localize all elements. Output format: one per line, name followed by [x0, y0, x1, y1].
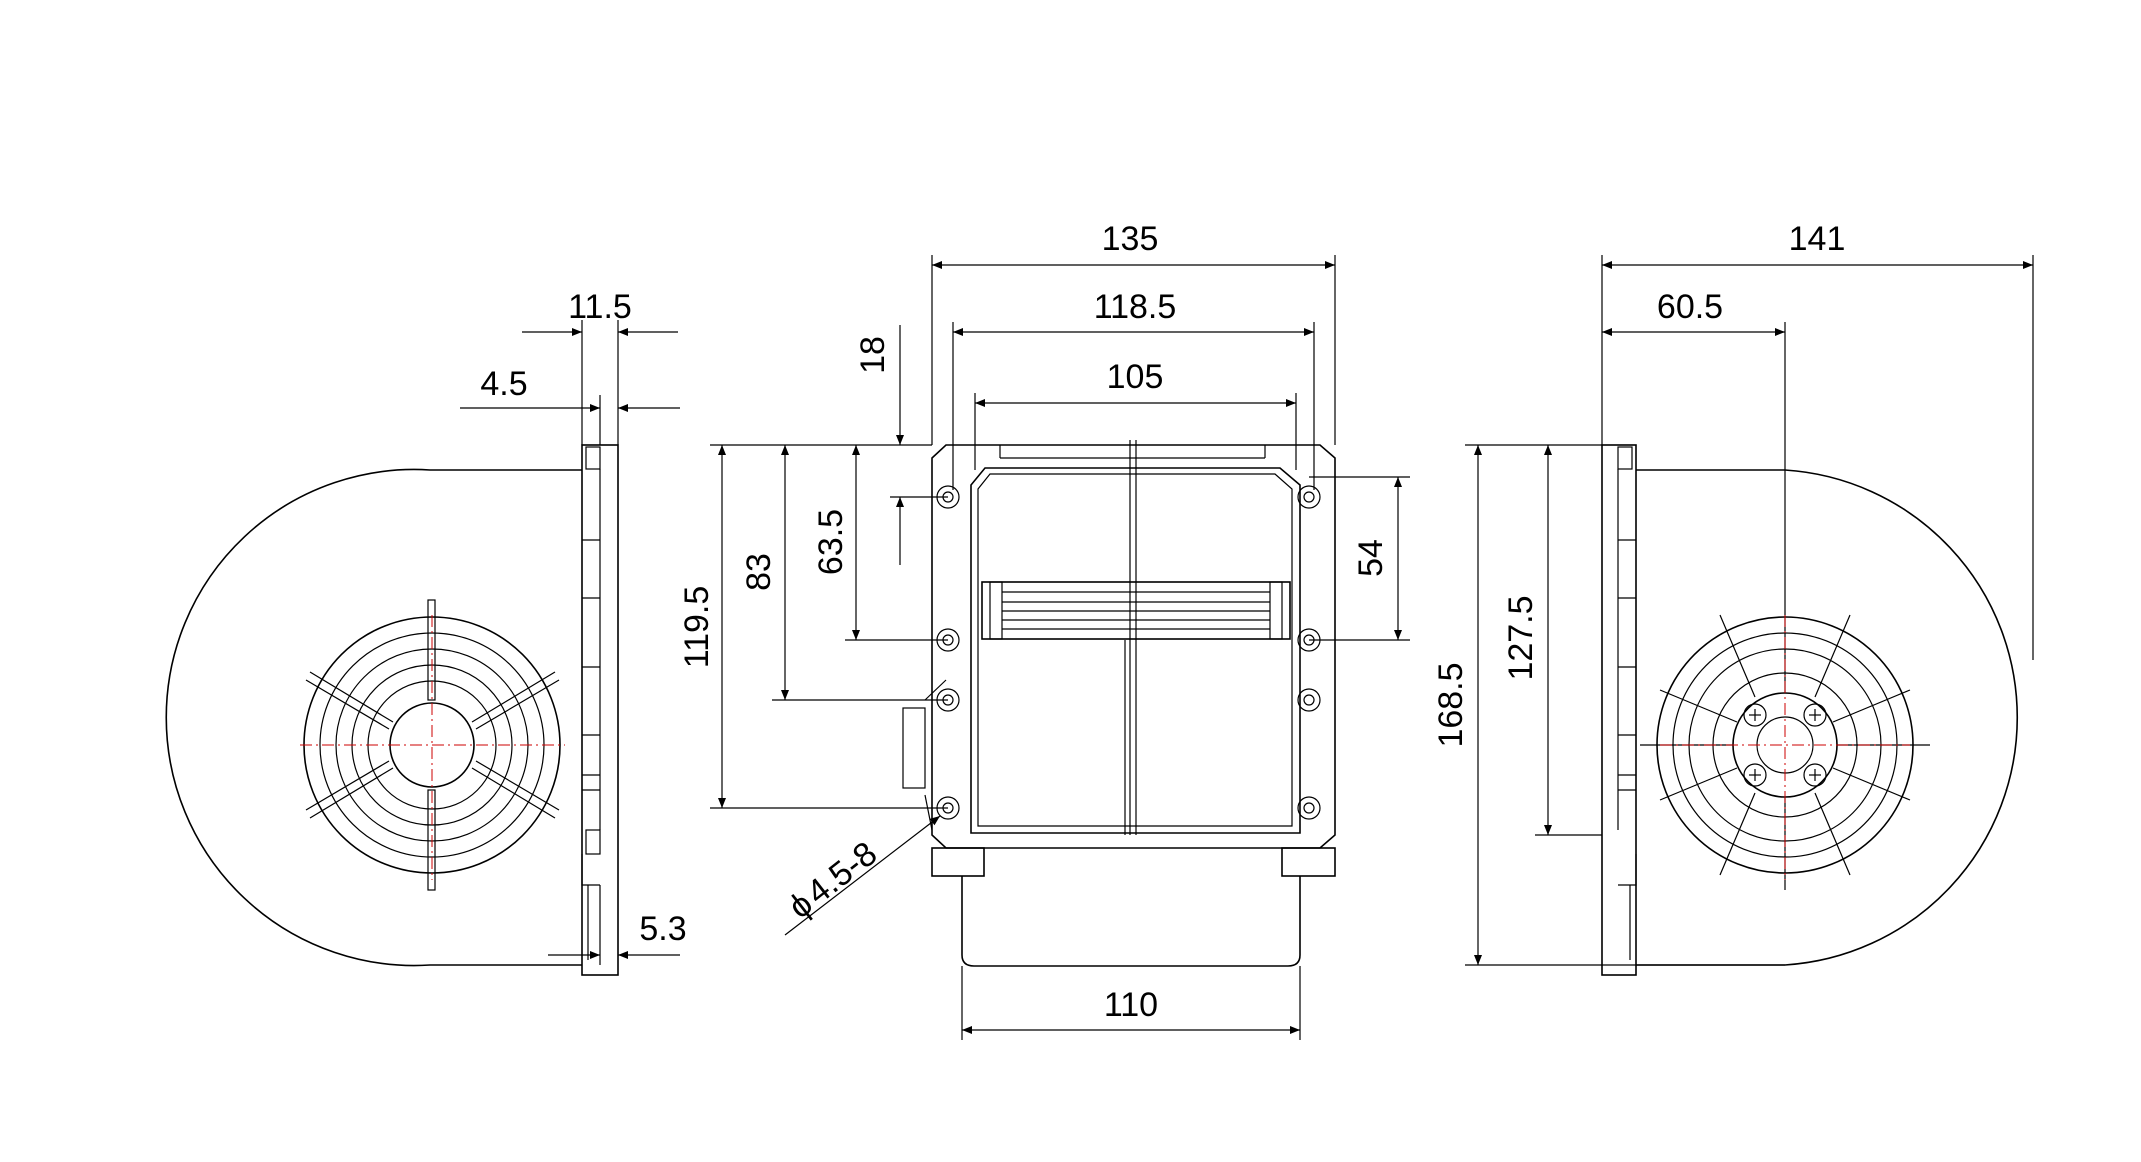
left-ribs [582, 539, 600, 791]
right-hub-screws [1743, 703, 1827, 787]
front-motor-body [961, 876, 1301, 967]
front-foot-left [931, 847, 985, 877]
dim-front-110: 110 [1104, 986, 1158, 1024]
front-foot-right [1281, 847, 1336, 877]
dim-front-135: 135 [1102, 220, 1159, 258]
dim-left-5-3: 5.3 [639, 910, 686, 948]
front-blower-wheel [981, 581, 1291, 640]
dim-right-127-5: 127.5 [1502, 595, 1540, 680]
dim-front-83: 83 [740, 553, 778, 591]
right-side-view: 141 60.5 168.5 127.5 [1432, 220, 2034, 976]
front-mounting-holes [936, 485, 1321, 820]
dim-front-118-5: 118.5 [1094, 288, 1177, 326]
front-view: 135 118.5 105 18 119.5 83 63.5 54 ϕ4.5-8 [678, 220, 1410, 1040]
dim-right-141: 141 [1789, 220, 1846, 258]
dim-front-18: 18 [854, 336, 892, 374]
dim-left-11-5: 11.5 [568, 288, 632, 326]
front-mounting-plate [931, 444, 1336, 849]
right-flange-plate [1601, 444, 1637, 976]
front-connector [902, 707, 926, 789]
dim-left-4-5: 4.5 [480, 365, 527, 403]
dim-right-168-5: 168.5 [1432, 662, 1470, 747]
left-side-view: 11.5 4.5 5.3 [165, 288, 687, 976]
dim-front-63-5: 63.5 [812, 509, 850, 575]
right-housing-outline [1636, 469, 2018, 966]
front-inner-window [970, 467, 1301, 834]
left-housing-outline [165, 468, 582, 967]
right-ribs [1618, 539, 1636, 791]
dim-right-60-5: 60.5 [1657, 288, 1723, 326]
dim-front-119-5: 119.5 [678, 586, 716, 669]
dim-front-hole-diameter: ϕ4.5-8 [782, 834, 885, 926]
dim-front-105: 105 [1107, 358, 1164, 396]
dim-front-54: 54 [1352, 539, 1390, 577]
